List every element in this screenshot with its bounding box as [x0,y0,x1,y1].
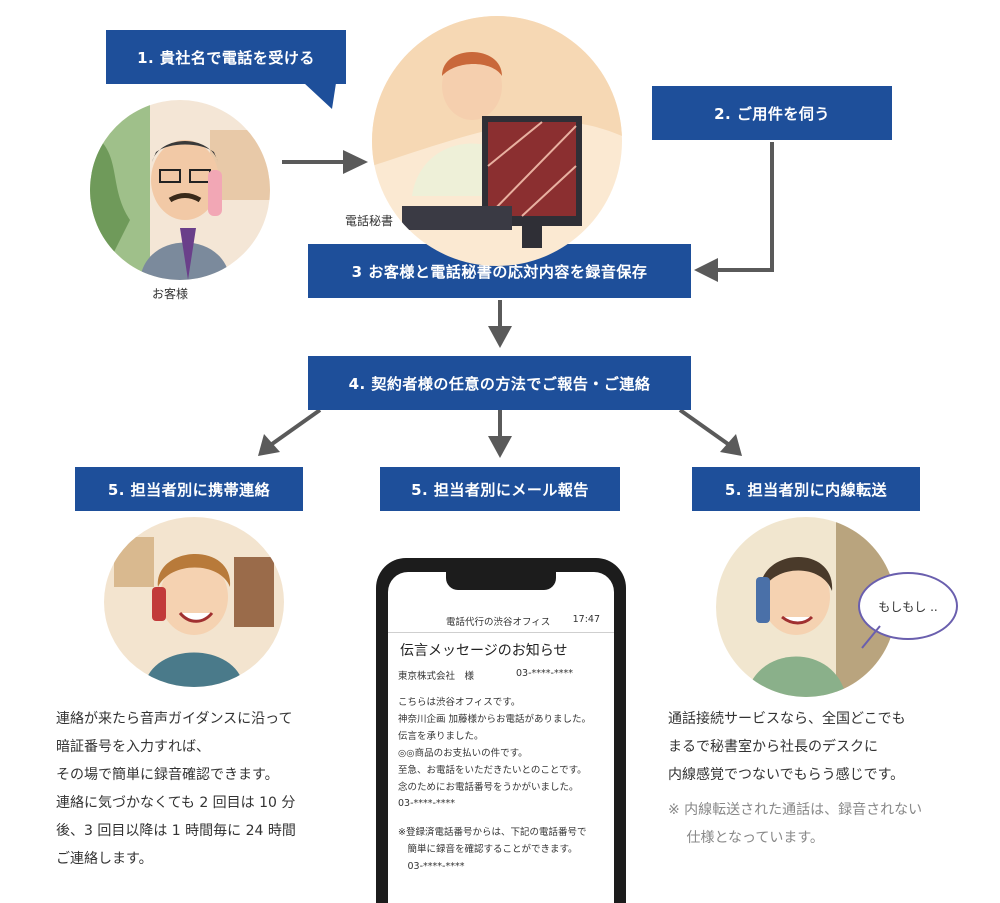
text-line: 暗証番号を入力すれば、 [56,739,210,755]
message-line: 念のためにお電話番号をうかがいました。 [398,782,579,793]
customer-illustration [90,100,270,280]
message-line: 03-****-**** [398,798,455,809]
message-note-line: 簡単に録音を確認することができます。 [398,844,578,855]
step5b-label: 5. 担当者別にメール報告 [411,480,589,499]
message-line: こちらは渋谷オフィスです。 [398,697,521,708]
message-line: 伝言を承りました。 [398,731,484,742]
text-line: 通話接続サービスなら、全国どこでも [668,711,906,727]
smartphone-mockup: 電話代行の渋谷オフィス 17:47 伝言メッセージのお知らせ 東京株式会社 様 … [376,558,626,903]
text-line: その場で簡単に録音確認できます。 [56,767,279,783]
text-line: 後、3 回目以降は 1 時間毎に 24 時間 [56,823,296,839]
step3-label: 3 お客様と電話秘書の応対内容を録音保存 [351,262,648,281]
text-line: 連絡が来たら音声ガイダンスに沿って [56,711,293,727]
speech-bubble-tail [861,625,881,649]
message-title: 伝言メッセージのお知らせ [400,643,568,659]
arrow-step4-to-step5c [678,408,742,456]
message-note-line: 03-****-**** [398,861,465,872]
note-line: ※ 内線転送された通話は、録音されない [668,802,923,818]
customer-caption: お客様 [152,287,189,301]
arrow-step3-to-step4 [488,300,512,348]
step1-speech-tail [304,83,336,109]
extension-transfer-illustration [716,517,896,697]
message-line: 神奈川企画 加藤様からお電話がありました。 [398,714,592,725]
arrow-step2-to-step3 [694,142,774,282]
step4-box: 4. 契約者様の任意の方法でご報告・ご連絡 [308,356,691,410]
step5a-box: 5. 担当者別に携帯連絡 [75,467,303,511]
text-line: 内線感覚でつないでもらう感じです。 [668,767,905,783]
step5b-box: 5. 担当者別にメール報告 [380,467,620,511]
step2-label: 2. ご用件を伺う [714,104,830,123]
secretary-illustration [372,16,622,266]
message-header: 電話代行の渋谷オフィス 17:47 [388,614,614,633]
arrow-step4-to-step5b [488,410,512,458]
step1-label: 1. 貴社名で電話を受ける [137,48,315,67]
text-line: まるで秘書室から社長のデスクに [668,739,878,755]
phone-notch [446,572,556,590]
extension-transfer-note: ※ 内線転送された通話は、録音されない 仕様となっています。 [668,796,922,852]
mobile-contact-illustration [104,517,284,687]
bubble-text: もしもし .. [878,599,938,614]
step4-label: 4. 契約者様の任意の方法でご報告・ご連絡 [348,374,651,393]
mobile-contact-description: 連絡が来たら音声ガイダンスに沿って 暗証番号を入力すれば、 その場で簡単に録音確… [56,705,296,873]
message-note-line: ※登録済電話番号からは、下記の電話番号で [398,827,587,838]
message-recipient-number: 03-****-**** [516,668,573,679]
secretary-caption: 電話秘書 [345,214,394,228]
extension-transfer-description: 通話接続サービスなら、全国どこでも まるで秘書室から社長のデスクに 内線感覚でつ… [668,705,906,789]
moshimoshi-speech-bubble: もしもし .. [858,572,958,640]
phone-screen: 電話代行の渋谷オフィス 17:47 伝言メッセージのお知らせ 東京株式会社 様 … [388,572,614,903]
message-line: 至急、お電話をいただきたいとのことです。 [398,765,587,776]
step5a-label: 5. 担当者別に携帯連絡 [107,480,271,499]
text-line: 連絡に気づかなくても 2 回目は 10 分 [56,795,296,811]
note-line: 仕様となっています。 [668,830,824,846]
message-time: 17:47 [572,614,600,625]
message-recipient: 東京株式会社 様 [398,671,475,682]
step5c-box: 5. 担当者別に内線転送 [692,467,920,511]
step1-box: 1. 貴社名で電話を受ける [106,30,346,84]
message-line: ◎◎商品のお支払いの件です。 [398,748,528,759]
arrow-customer-to-secretary [282,150,368,174]
sender-name: 電話代行の渋谷オフィス [446,617,551,628]
step2-box: 2. ご用件を伺う [652,86,892,140]
text-line: ご連絡します。 [56,851,153,867]
step5c-label: 5. 担当者別に内線転送 [724,480,888,499]
arrow-step4-to-step5a [258,408,322,456]
